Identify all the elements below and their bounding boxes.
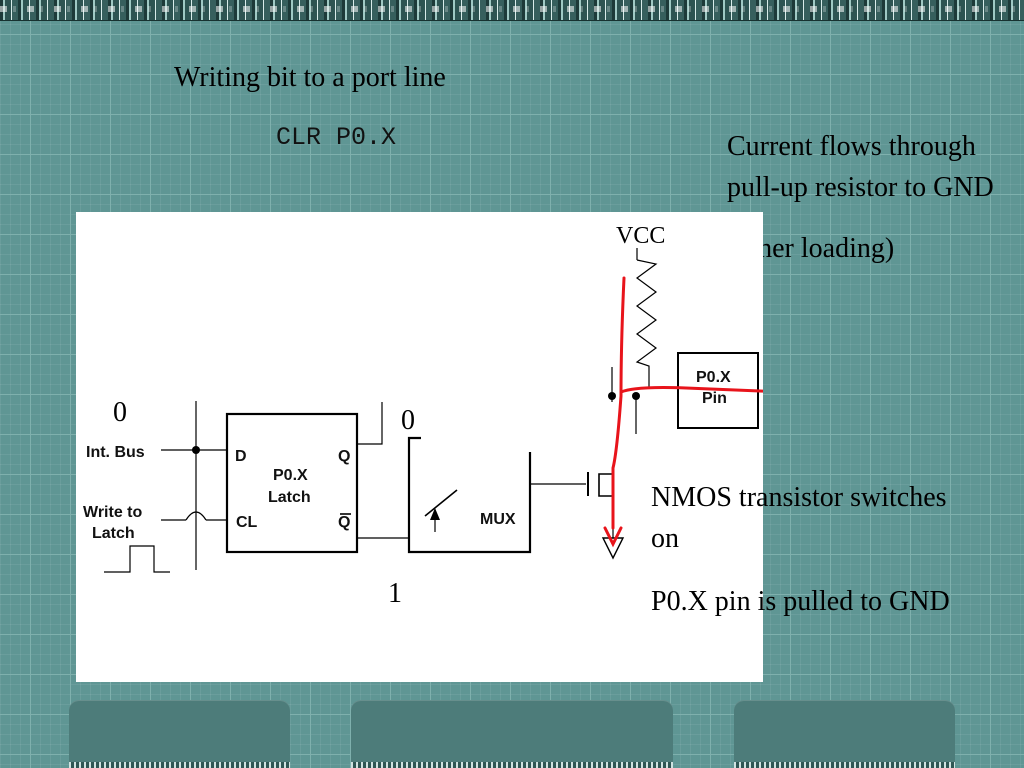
other-loading-text: (other loading): [727, 233, 895, 264]
slide-title: Writing bit to a port line: [174, 62, 446, 93]
pullup-resistor: [635, 259, 658, 388]
vcc-label: VCC: [616, 223, 665, 249]
banner-circuit-pattern: [0, 6, 1024, 12]
pin-pulled-text: P0.X pin is pulled to GND: [651, 586, 950, 617]
nmos-channel: [598, 473, 614, 497]
latch-box: [225, 412, 359, 554]
current-flow-note: Current flows through pull-up resistor t…: [727, 126, 997, 269]
bus-junction-dot: [192, 446, 200, 454]
mux-switch-arrow: [430, 508, 440, 520]
pin-junction-dot: [632, 392, 640, 400]
mux-box: [407, 436, 532, 554]
write-latch-label-1: Write to: [83, 504, 142, 521]
latch-name-2: Latch: [268, 489, 311, 506]
current-flow-text: Current flows through pull-up resistor t…: [727, 131, 994, 203]
latch-q-label: Q: [338, 448, 350, 465]
footer-tab-left: [69, 700, 290, 768]
latch-d-label: D: [235, 448, 247, 465]
current-path-horizontal: [619, 386, 763, 394]
footer-tab-right: [734, 700, 955, 768]
mux-switch: [424, 489, 458, 517]
drain-junction-dot: [608, 392, 616, 400]
q-output-line: [357, 402, 383, 445]
mux-label: MUX: [480, 511, 516, 528]
latch-qbar-label: Q: [338, 514, 350, 531]
qbar-value: 1: [388, 578, 402, 609]
current-path: [603, 276, 763, 548]
current-path-vertical: [611, 276, 626, 530]
int-bus-label: Int. Bus: [86, 444, 145, 461]
int-bus-value: 0: [113, 397, 127, 428]
latch-cl-label: CL: [236, 514, 258, 531]
circuit-board-banner: [0, 0, 1024, 21]
q-value: 0: [401, 405, 415, 436]
current-path-arrowhead: [603, 526, 623, 548]
instruction-code: CLR P0.X: [276, 123, 397, 152]
write-latch-label-2: Latch: [92, 525, 135, 542]
footer-tab-center: [351, 700, 673, 768]
port-circuit-diagram: Int. Bus Write to Latch 0 0 1 D Q CL Q P…: [76, 212, 763, 682]
clock-pulse: [104, 545, 170, 573]
circuit-svg: Int. Bus Write to Latch 0 0 1 D Q CL Q P…: [83, 223, 763, 609]
latch-name-1: P0.X: [273, 467, 308, 484]
wire-crossover: [185, 511, 207, 521]
nmos-switch-text: NMOS transistor switches on: [651, 482, 947, 554]
nmos-note: NMOS transistor switches on P0.X pin is …: [651, 477, 951, 622]
pin-label-1: P0.X: [696, 369, 731, 386]
pin-label-2: Pin: [702, 390, 727, 407]
